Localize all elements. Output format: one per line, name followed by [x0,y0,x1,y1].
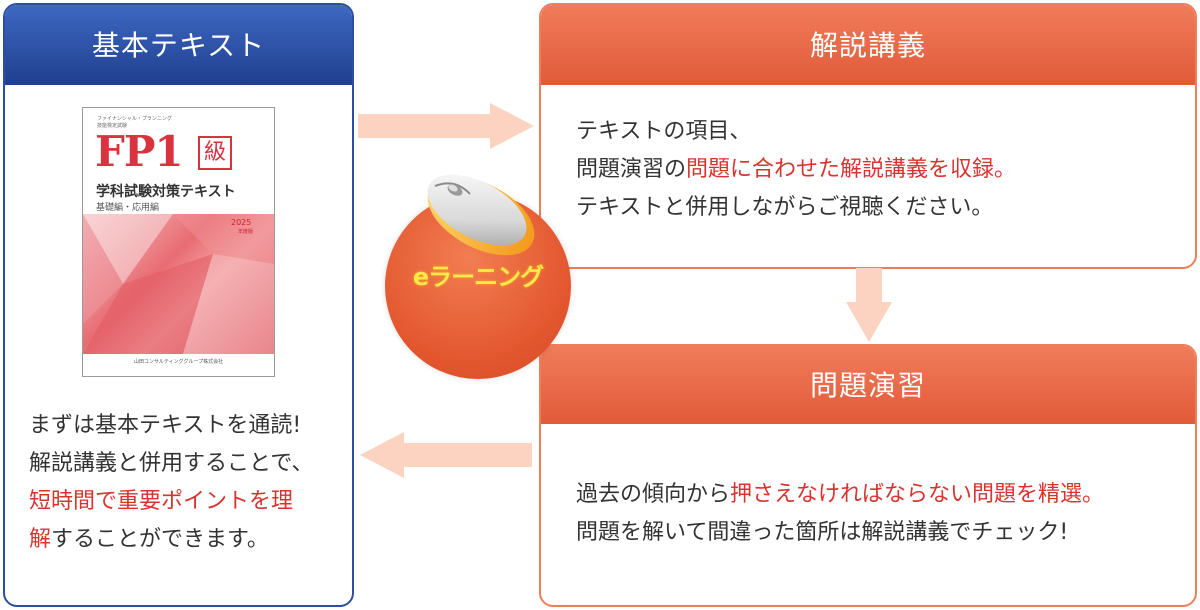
basic-text-description: まずは基本テキストを通読! 解説講義と併用することで、 短時間で重要ポイントを理… [29,407,313,559]
book-fp-title: FP1 [95,127,184,176]
lecture-panel: 解説講義 テキストの項目、 問題演習の問題に合わせた解説講義を収録。 テキストと… [539,3,1197,269]
book-subtitle: 基礎編・応用編 [96,203,160,213]
practice-line-1: 過去の傾向から押さえなければならない問題を精選。 [576,476,1104,514]
basic-text-line-4: 解することができます。 [29,521,313,559]
computer-mouse-icon [427,174,535,256]
book-cover-pattern [83,214,274,354]
lecture-line-2-red: 問題に合わせた解説講義を収録。 [686,157,1017,182]
practice-line-1-plain: 過去の傾向から [576,482,731,507]
book-series-line-2: 技能検定試験 [97,123,128,129]
arrow-left [360,432,532,478]
arrow-right [358,103,534,149]
practice-description: 過去の傾向から押さえなければならない問題を精選。 問題を解いて間違った箇所は解説… [576,476,1104,552]
book-cover-facets [83,214,274,354]
lecture-line-2-plain: 問題演習の [576,157,687,182]
lecture-line-2: 問題演習の問題に合わせた解説講義を収録。 [576,151,1016,189]
basic-text-line-4-red: 解 [29,527,52,552]
elearning-label: eラーニング [412,263,544,291]
lecture-header: 解説講義 [541,5,1195,85]
basic-text-panel: 基本テキスト ファイナンシャル・プランニング 技能検定試験 FP1 級 学科試験… [3,3,354,607]
arrow-down [846,268,892,342]
practice-line-1-red: 押さえなければならない問題を精選。 [730,482,1105,507]
basic-text-line-2: 解説講義と併用することで、 [29,451,314,476]
practice-header: 問題演習 [541,346,1195,424]
book-title: 学科試験対策テキスト [96,184,236,200]
book-series-line-1: ファイナンシャル・プランニング [97,116,172,122]
lecture-line-1: テキストの項目、 [576,119,752,144]
practice-panel: 問題演習 過去の傾向から押さえなければならない問題を精選。 問題を解いて間違った… [539,344,1197,607]
book-year: 2025 [231,218,252,227]
basic-text-line-3: 短時間で重要ポイントを理 [29,489,294,514]
practice-line-2: 問題を解いて間違った箇所は解説講義でチェック! [576,520,1069,545]
lecture-line-3: テキストと併用しながらご視聴ください。 [576,195,994,220]
book-year-suffix: 年度版 [238,229,254,235]
basic-text-line-1: まずは基本テキストを通読! [29,413,302,438]
lecture-description: テキストの項目、 問題演習の問題に合わせた解説講義を収録。 テキストと併用しなが… [576,113,1016,227]
basic-text-line-4-rest: することができます。 [51,527,269,552]
textbook-cover-image: ファイナンシャル・プランニング 技能検定試験 FP1 級 学科試験対策テキスト … [82,107,275,377]
book-publisher: 山田コンサルティンググループ株式会社 [133,359,224,365]
basic-text-header: 基本テキスト [5,5,352,85]
book-kyu-mark: 級 [198,136,232,170]
